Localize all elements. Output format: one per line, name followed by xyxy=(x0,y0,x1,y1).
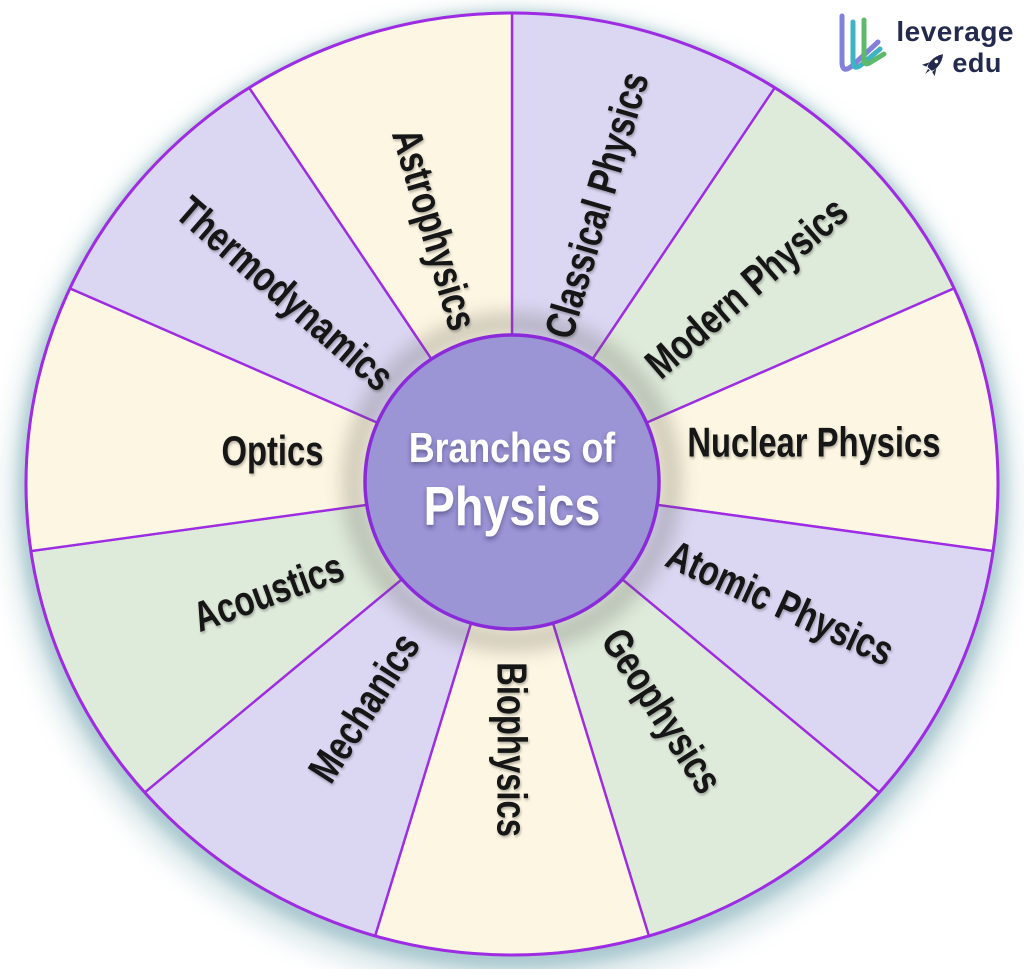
logo-wordmark-edu: edu xyxy=(952,47,1002,78)
center-circle-shadow xyxy=(342,312,682,652)
center-title: Branches of Physics xyxy=(409,425,616,536)
logo-lmark-icon xyxy=(839,13,887,72)
rocket-icon xyxy=(922,54,944,77)
leverage-edu-logo: leverage edu xyxy=(834,10,1014,86)
segment-label-biophysics: Biophysics xyxy=(489,662,536,837)
wheel-outer-rim xyxy=(24,11,1000,957)
wheel-center-circle xyxy=(363,333,661,631)
segment-label-optics: Optics xyxy=(221,427,323,474)
logo-wordmark-leverage: leverage xyxy=(896,16,1014,47)
center-title-line2: Physics xyxy=(424,475,601,536)
segment-label-nuclear-physics: Nuclear Physics xyxy=(687,419,940,466)
center-title-line1: Branches of xyxy=(409,425,616,471)
